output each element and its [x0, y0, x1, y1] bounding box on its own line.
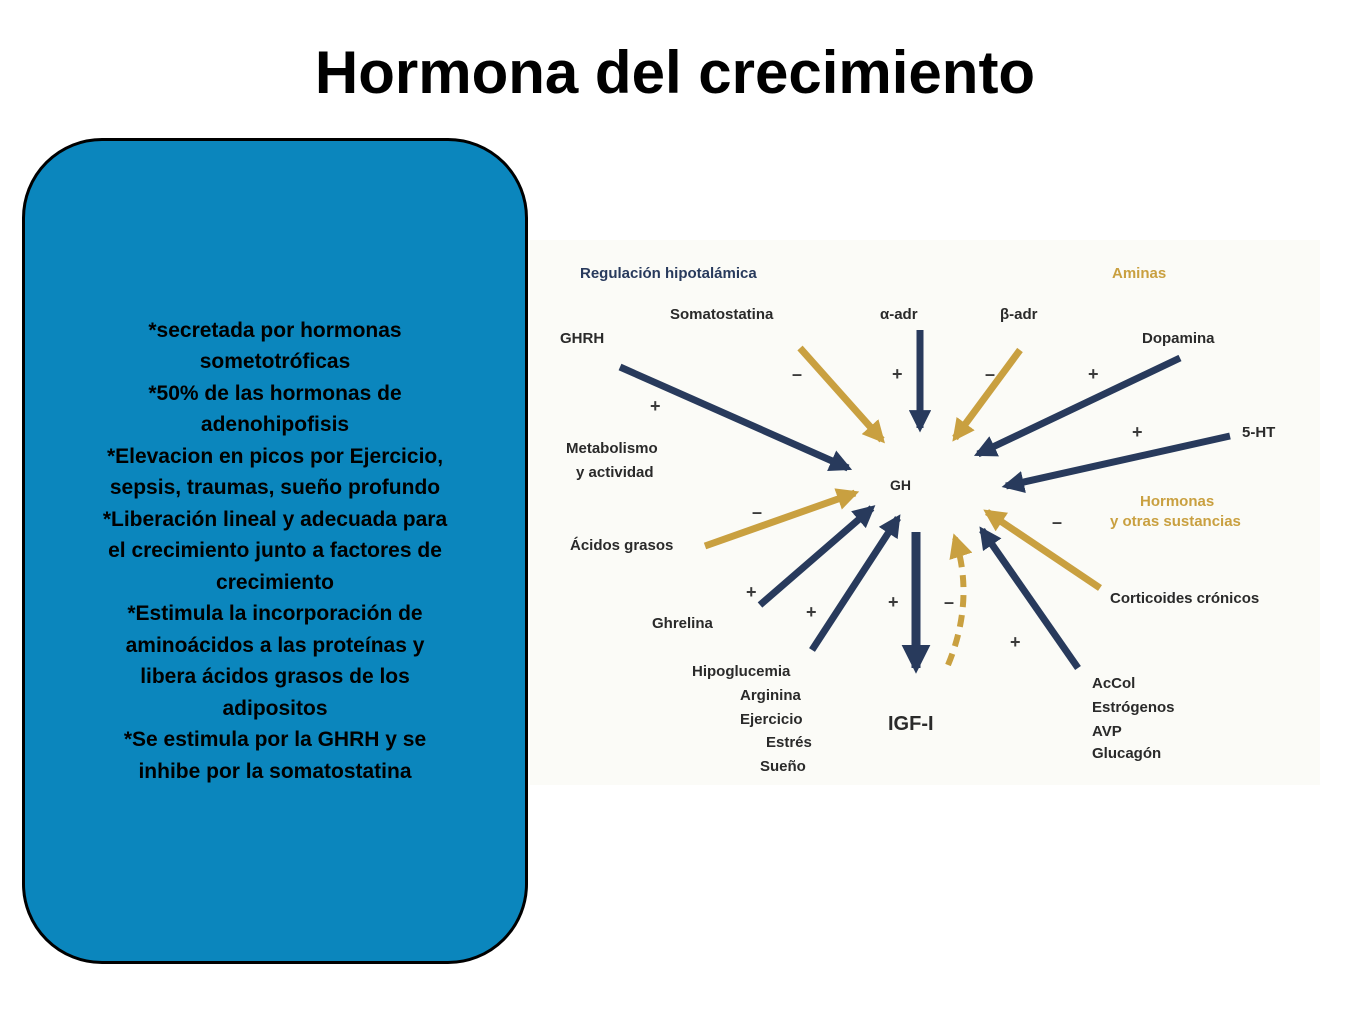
label-glucagon: Glucagón	[1092, 745, 1161, 762]
header-amines: Aminas	[1112, 265, 1166, 282]
label-corticoides: Corticoides crónicos	[1110, 590, 1259, 607]
arrow-beta-adr	[952, 347, 1023, 442]
info-line: sometotróficas	[199, 350, 351, 374]
sign-igf: +	[888, 592, 899, 612]
sign-acidos-grasos: –	[752, 502, 762, 522]
header-hormones-l1: Hormonas	[1140, 493, 1214, 510]
sign-dopamina: +	[1088, 364, 1099, 384]
label-avp: AVP	[1092, 723, 1122, 740]
sign-igf-feedback: –	[944, 592, 954, 612]
info-line: *Se estimula por la GHRH y se	[123, 728, 427, 752]
arrow-dopamina	[973, 354, 1182, 458]
label-sueno: Sueño	[760, 758, 806, 775]
arrow-ghrh	[618, 363, 853, 472]
header-hormones-l2: y otras sustancias	[1110, 513, 1241, 530]
label-metabolismo-l2: y actividad	[576, 464, 654, 481]
info-line: *secretada por hormonas	[148, 318, 402, 342]
arrow-igf-feedback	[945, 533, 973, 667]
label-alpha-adr: α-adr	[880, 306, 918, 323]
label-serotonin: 5-HT	[1242, 424, 1275, 441]
info-line: *Estimula la incorporación de	[127, 602, 423, 626]
center-gh: GH	[890, 477, 911, 493]
header-hypothalamic: Regulación hipotalámica	[580, 265, 757, 282]
arrow-accol	[979, 526, 1081, 670]
gh-regulation-diagram: Regulación hipotalámica Aminas Hormonas …	[530, 240, 1320, 785]
label-ghrh: GHRH	[560, 330, 604, 347]
info-line: aminoácidos a las proteínas y	[125, 633, 425, 657]
label-hipoglucemia: Hipoglucemia	[692, 663, 791, 680]
label-somatostatina: Somatostatina	[670, 306, 774, 323]
arrow-acidos-grasos	[703, 488, 860, 550]
info-line: *Liberación lineal y adecuada para	[102, 507, 448, 531]
label-igf: IGF-I	[888, 713, 934, 735]
label-beta-adr: β-adr	[1000, 306, 1038, 323]
sign-ghrh: +	[650, 396, 661, 416]
info-line: crecimiento	[216, 570, 334, 594]
arrow-somatostatina	[797, 345, 885, 444]
sign-corticoides: –	[1052, 512, 1062, 532]
info-line: el crecimiento junto a factores de	[108, 539, 442, 563]
info-box: *secretada por hormonas sometotróficas *…	[22, 138, 528, 964]
label-ejercicio: Ejercicio	[740, 711, 803, 728]
sign-beta-adr: –	[985, 364, 995, 384]
label-estres: Estrés	[766, 734, 812, 751]
slide-title: Hormona del crecimiento	[314, 39, 1036, 106]
info-line: *50% de las hormonas de	[148, 381, 402, 405]
label-ghrelina: Ghrelina	[652, 615, 714, 632]
arrow-serotonin	[1001, 432, 1231, 494]
info-text: *secretada por hormonas sometotróficas *…	[93, 315, 457, 788]
sign-serotonin: +	[1132, 422, 1143, 442]
info-line: *Elevacion en picos por Ejercicio,	[106, 444, 444, 468]
info-line: inhibe por la somatostatina	[138, 759, 412, 783]
sign-accol: +	[1010, 632, 1021, 652]
label-acidos-grasos: Ácidos grasos	[570, 537, 673, 554]
info-line: libera ácidos grasos de los	[140, 665, 410, 689]
label-arginina: Arginina	[740, 687, 801, 704]
info-line: adipositos	[222, 696, 328, 720]
sign-hipoglucemia: +	[806, 602, 817, 622]
sign-alpha-adr: +	[892, 364, 903, 384]
label-dopamina: Dopamina	[1142, 330, 1215, 347]
arrow-ghrelina-2	[809, 514, 901, 652]
arrow-corticoides	[983, 509, 1102, 591]
label-metabolismo-l1: Metabolismo	[566, 440, 658, 457]
info-line: adenohipofisis	[200, 413, 350, 437]
sign-somatostatina: –	[792, 364, 802, 384]
sign-ghrelina: +	[746, 582, 757, 602]
arrow-ghrelina-1	[757, 505, 876, 608]
label-accol: AcCol	[1092, 675, 1135, 692]
label-estrogenos: Estrógenos	[1092, 699, 1175, 716]
info-line: sepsis, traumas, sueño profundo	[109, 476, 441, 500]
diagram-svg: Regulación hipotalámica Aminas Hormonas …	[560, 265, 1275, 775]
